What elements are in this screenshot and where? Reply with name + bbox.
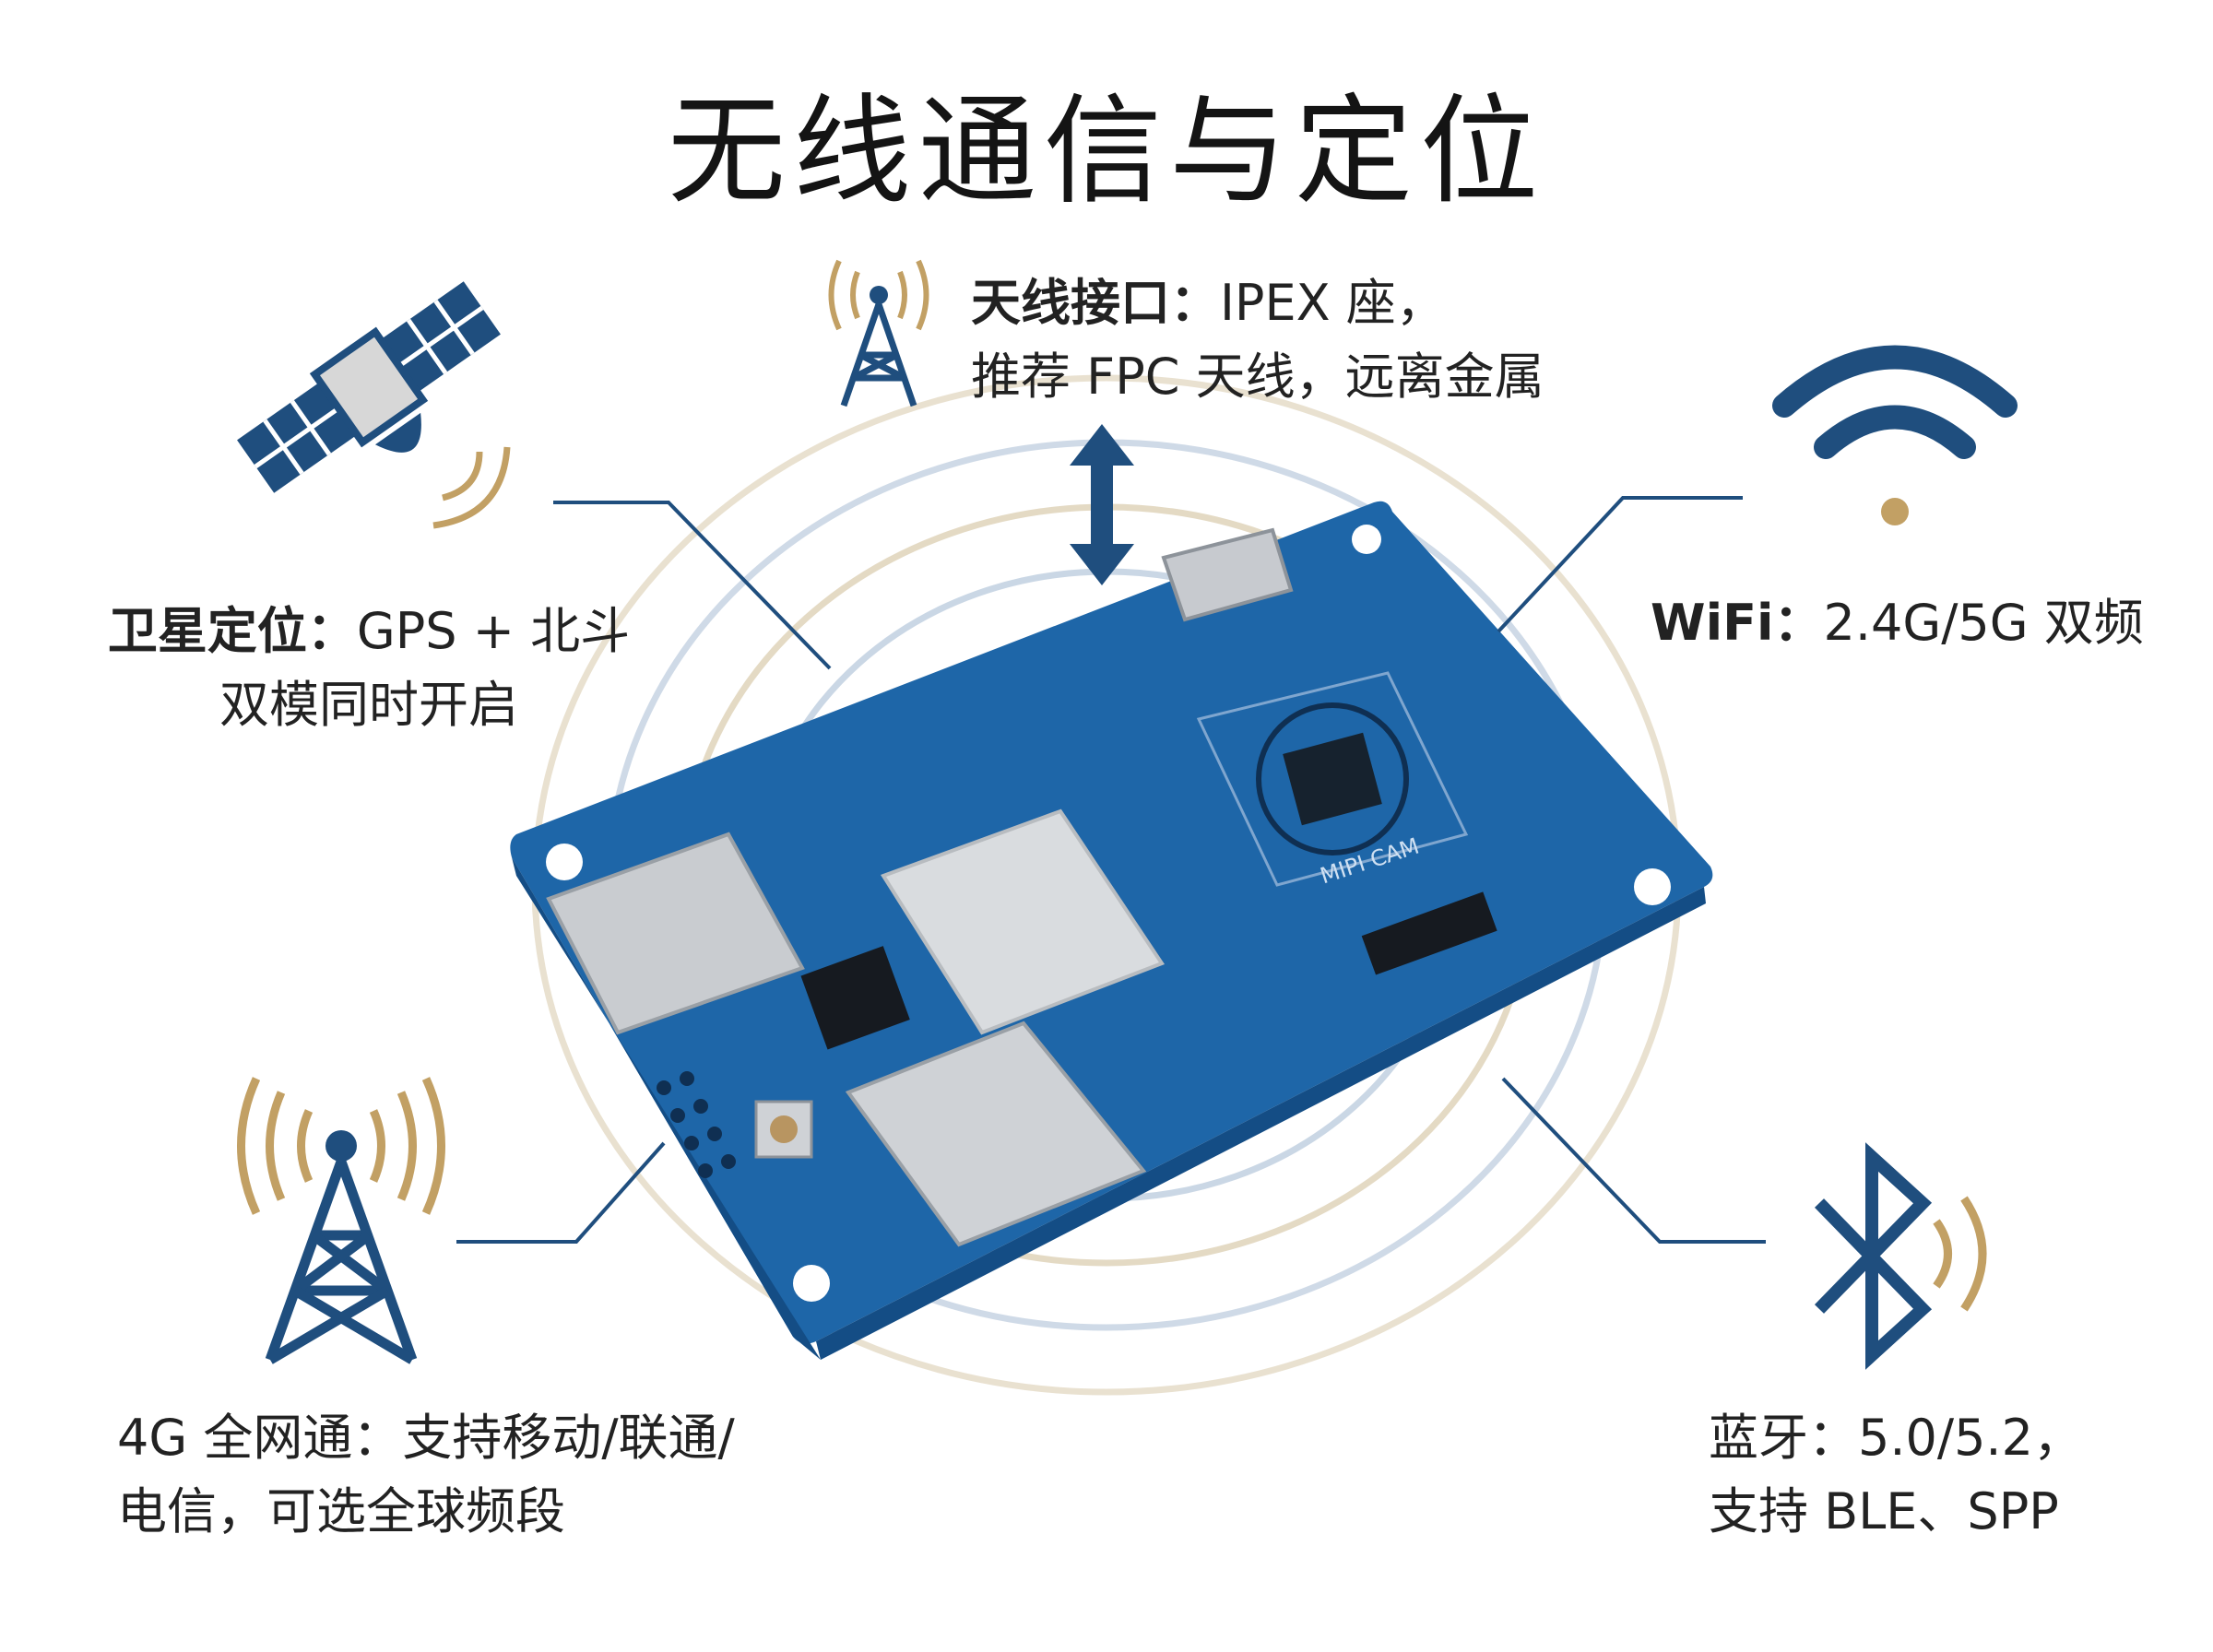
satellite-label-line2: 双模同时开启 (219, 676, 518, 734)
wifi-icon (1772, 345, 2018, 525)
bluetooth-label: 蓝牙：5.0/5.2， 支持 BLE、SPP (1709, 1401, 2083, 1549)
bluetooth-label-line2: 支持 BLE、SPP (1709, 1482, 2059, 1540)
wifi-label-rest: 2.4G/5G 双频 (1823, 594, 2144, 652)
antenna-label-line2: 推荐 FPC 天线，远离金属 (971, 348, 1544, 406)
antenna-tower-icon (828, 259, 929, 407)
satellite-label: 卫星定位：GPS + 北斗 双模同时开启 (92, 595, 645, 742)
bluetooth-icon (1814, 1142, 1933, 1370)
bluetooth-signal-arcs (1933, 1196, 1987, 1312)
antenna-label-rest: IPEX 座， (1220, 274, 1446, 332)
satellite-signal-arcs (432, 446, 511, 529)
antenna-interface-label: 天线接口：IPEX 座， 推荐 FPC 天线，远离金属 (971, 266, 1544, 414)
cell-tower-icon (237, 1077, 445, 1364)
wifi-label: WiFi：2.4G/5G 双频 (1651, 586, 2144, 660)
leader-lines (456, 496, 1766, 1244)
cellular-label-line1: 4G 全网通：支持移动/联通/ (117, 1409, 735, 1467)
wifi-label-bold: WiFi： (1651, 594, 1824, 652)
page-title: 无线通信与定位 (667, 83, 1545, 220)
satellite-label-rest: GPS + 北斗 (356, 602, 631, 660)
satellite-label-bold: 卫星定位： (107, 602, 357, 660)
satellite-icon (237, 281, 501, 493)
pcb-board (510, 501, 1713, 1360)
cellular-label-line2: 电信，可选全球频段 (117, 1482, 565, 1540)
double-arrow-icon (1070, 424, 1134, 585)
bluetooth-label-line1: 蓝牙：5.0/5.2， (1709, 1409, 2083, 1467)
cellular-label: 4G 全网通：支持移动/联通/ 电信，可选全球频段 (117, 1401, 735, 1549)
antenna-label-bold: 天线接口： (971, 274, 1220, 332)
